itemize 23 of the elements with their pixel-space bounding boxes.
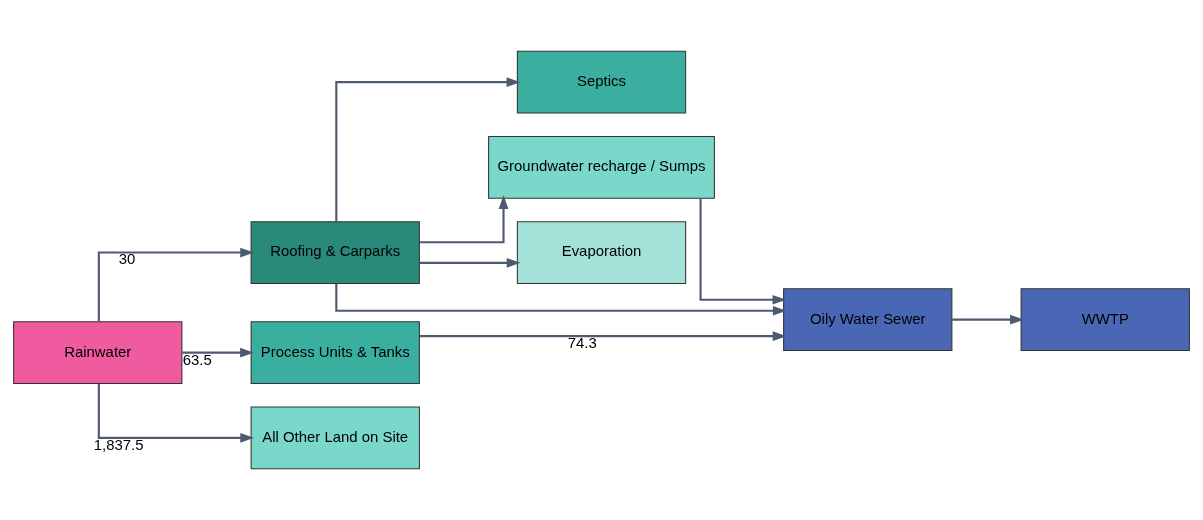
- arrow: [419, 258, 521, 268]
- arrow: [335, 77, 521, 222]
- node-box: Oily Water Sewer: [783, 288, 953, 352]
- arrow: [419, 331, 787, 341]
- edge-label: 1,837.5: [93, 436, 144, 453]
- node-box: Evaporation: [516, 221, 687, 284]
- arrow: [699, 198, 787, 305]
- arrow: [952, 314, 1024, 325]
- node-box: Septics: [516, 50, 687, 114]
- arrow: [335, 283, 787, 316]
- arrow: [182, 347, 254, 358]
- node-box: Groundwater recharge / Sumps: [488, 135, 715, 199]
- edge-label: 30: [118, 251, 136, 268]
- node-box: Roofing & Carparks: [250, 221, 420, 284]
- arrow: [97, 247, 255, 322]
- node-box: Process Units & Tanks: [250, 321, 420, 385]
- arrow: [419, 195, 509, 244]
- node-box: All Other Land on Site: [250, 406, 420, 470]
- node-box: WWTP: [1020, 288, 1190, 352]
- node-box: Rainwater: [13, 321, 183, 385]
- edge-label: 74.3: [567, 335, 597, 352]
- edge-label: 63.5: [182, 351, 212, 368]
- arrow: [97, 383, 255, 443]
